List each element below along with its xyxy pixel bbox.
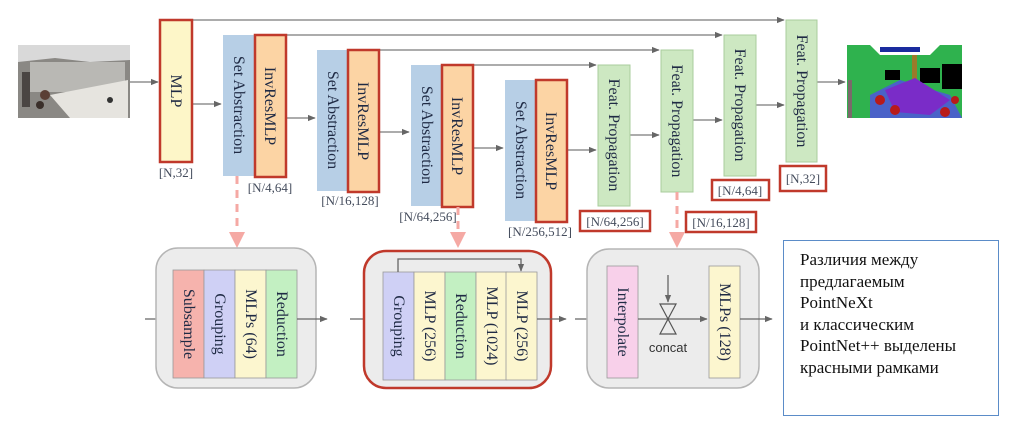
reduction-label: Reduction: [273, 291, 290, 357]
set-abstraction-detail: Subsample Grouping MLPs (64) Reduction: [145, 247, 328, 389]
decoder-stage-1: Feat. Propagation [N/64,256]: [578, 64, 652, 233]
note-line: Различия между: [800, 250, 919, 269]
concat-icon: [659, 303, 677, 335]
encoder-stage-4: Set Abstraction InvResMLP [N/256,512]: [505, 78, 572, 239]
subsample-label: Subsample: [180, 289, 197, 359]
segmented-output-image: [847, 45, 962, 118]
feat-propagation-label: Feat. Propagation: [668, 65, 685, 178]
mlps-128-label: MLPs (128): [716, 283, 733, 361]
decoder-stage-2: Feat. Propagation [N/16,128]: [660, 49, 758, 234]
residual-connection: [397, 258, 525, 272]
interpolate-label: Interpolate: [614, 287, 631, 356]
set-abstraction-label: Set Abstraction: [512, 101, 529, 199]
decoder-stage-4: Feat. Propagation [N,32]: [778, 19, 828, 193]
feat-propagation-label: Feat. Propagation: [731, 49, 748, 162]
flow-arrows: [130, 78, 846, 154]
input-point-cloud-image: [18, 45, 130, 118]
decoder-shape-label: [N,32]: [786, 171, 820, 186]
grouping-label: Grouping: [390, 295, 407, 356]
mlp-256-label: MLP (256): [421, 291, 438, 362]
set-abstraction-label: Set Abstraction: [418, 86, 435, 184]
encoder-stage-2: Set Abstraction InvResMLP [N/16,128]: [317, 48, 381, 208]
invresmlp-label: InvResMLP: [542, 112, 559, 190]
stage-shape-label: [N/256,512]: [508, 224, 572, 239]
stage-shape-label: [N/4,64]: [248, 180, 292, 195]
note-line: PointNet++ выделены: [800, 336, 957, 355]
note-line: предлагаемым: [800, 271, 905, 291]
grouping-label: Grouping: [211, 293, 228, 354]
note-line: PointNeXt: [800, 293, 873, 312]
decoder-shape-label: [N/64,256]: [586, 214, 643, 229]
detail-connectors: [229, 176, 685, 248]
decoder-shape-label: [N/16,128]: [692, 215, 749, 230]
stem-shape-label: [N,32]: [159, 165, 193, 180]
set-abstraction-label: Set Abstraction: [324, 71, 341, 169]
skip-connections: [192, 16, 785, 69]
reduction-label: Reduction: [452, 293, 469, 359]
stem-mlp-label: MLP: [167, 75, 184, 108]
annotation-note-box: Различия между предлагаемым PointNeXt и …: [783, 240, 999, 416]
concat-label: concat: [649, 340, 688, 355]
note-line: и классическим: [800, 314, 915, 334]
mlps-label: MLPs (64): [242, 289, 259, 359]
invresmlp-label: InvResMLP: [354, 82, 371, 160]
stage-shape-label: [N/64,256]: [399, 209, 456, 224]
invresmlp-label: InvResMLP: [261, 67, 278, 145]
mlp-256b-label: MLP (256): [513, 291, 530, 362]
feat-propagation-detail: Interpolate concat MLPs (128): [575, 248, 773, 389]
stem-mlp-block: MLP [N,32]: [158, 18, 194, 180]
encoder-stage-3: Set Abstraction InvResMLP [N/64,256]: [399, 63, 475, 224]
set-abstraction-label: Set Abstraction: [230, 56, 247, 154]
decoder-stage-3: Feat. Propagation [N/4,64]: [710, 34, 771, 202]
feat-propagation-label: Feat. Propagation: [793, 35, 810, 148]
encoder-stage-1: Set Abstraction InvResMLP [N/4,64]: [223, 33, 292, 195]
note-line: красными рамками: [800, 357, 939, 377]
feat-propagation-label: Feat. Propagation: [605, 79, 622, 192]
mlp-1024-label: MLP (1024): [483, 287, 500, 366]
invresmlp-label: InvResMLP: [448, 97, 465, 175]
decoder-shape-label: [N/4,64]: [718, 183, 762, 198]
invresmlp-detail: Grouping MLP (256) Reduction MLP (1024) …: [350, 249, 567, 390]
stage-shape-label: [N/16,128]: [321, 193, 378, 208]
